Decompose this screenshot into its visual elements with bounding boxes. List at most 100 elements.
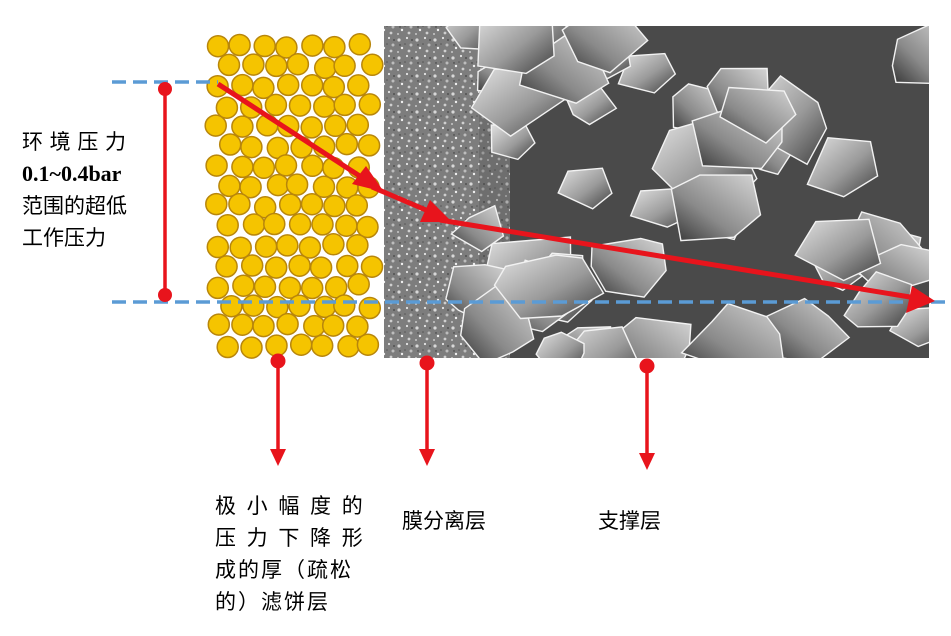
pressure-label-line-1: 环 境 压 力 — [22, 130, 127, 154]
cake-particle — [336, 254, 359, 278]
cake-particle — [361, 53, 384, 77]
sem-crystal — [806, 136, 879, 198]
cake-particle — [217, 53, 241, 77]
cake-particle — [357, 134, 381, 157]
cake-particle — [218, 133, 242, 156]
sem-crystal — [670, 174, 762, 242]
cake-particle — [275, 36, 298, 59]
sem-micrograph — [384, 26, 929, 358]
cake-particle — [242, 213, 266, 236]
sem-crystal — [490, 123, 536, 161]
cake-particle — [360, 255, 384, 278]
cake-particle — [285, 173, 309, 196]
cake-particle — [240, 135, 263, 159]
cake-particle — [286, 52, 310, 76]
cake-particle — [347, 74, 370, 97]
cake-particle — [231, 155, 254, 179]
cake-particle — [358, 93, 382, 116]
sem-crystal — [891, 26, 929, 84]
cake-particle — [264, 93, 288, 117]
cake-particle — [310, 334, 334, 357]
cake-particle — [346, 113, 370, 137]
sem-crystal — [765, 297, 851, 358]
pressure-drop-arrow-1 — [216, 81, 384, 192]
support-layer-pointer — [639, 358, 655, 470]
cake-particle — [323, 194, 346, 218]
support-layer-label: 支撑层 — [598, 509, 661, 533]
cake-particle — [276, 234, 299, 257]
cake-particle — [333, 93, 356, 117]
cake-particle — [231, 115, 254, 138]
cake-particle — [232, 274, 255, 297]
cake-particle — [228, 192, 251, 216]
cake-particle — [300, 74, 324, 97]
cake-particle — [347, 273, 370, 296]
sem-crystal — [477, 26, 555, 75]
cake-particle — [215, 96, 239, 119]
cake-particle — [337, 335, 360, 358]
membrane-layer-pointer — [419, 355, 435, 466]
cake-particle — [266, 173, 290, 197]
filter-cake-particles — [204, 33, 384, 359]
cake-particle — [274, 154, 298, 177]
cake-particle — [324, 114, 347, 138]
cake-particle — [356, 333, 380, 356]
cake-particle — [215, 255, 238, 278]
cake-particle — [278, 193, 302, 216]
cake-particle — [313, 295, 337, 319]
cake-particle — [288, 213, 312, 236]
cake-particle — [252, 156, 276, 180]
cake-particle — [311, 213, 334, 236]
cake-particle — [254, 235, 278, 258]
cake-particle — [298, 236, 322, 259]
cake-particle — [205, 192, 228, 216]
cake-particle — [303, 314, 326, 338]
cake-particle — [204, 114, 227, 137]
cake-particle — [220, 294, 243, 318]
cake-particle — [242, 53, 265, 76]
cake-particle — [301, 154, 324, 178]
cake-particle — [322, 75, 346, 99]
cake-particle — [289, 333, 313, 356]
cake-particle — [276, 312, 299, 336]
cake-particle — [335, 214, 358, 237]
cake-particle — [288, 294, 311, 318]
cake-particle — [239, 175, 262, 199]
sem-crystal — [794, 218, 882, 282]
cake-particle — [301, 34, 324, 57]
sem-crystal — [535, 331, 585, 358]
filter-cake-label-line-3: 成的厚（疏松 — [215, 558, 353, 582]
cake-particle — [288, 254, 311, 277]
cake-particle — [228, 33, 251, 57]
membrane-layer-label: 膜分离层 — [402, 509, 486, 533]
cake-particle — [216, 213, 239, 237]
cake-particle — [322, 233, 345, 256]
pressure-range-top-dot — [158, 82, 172, 96]
cake-particle — [323, 35, 346, 59]
cake-particle — [205, 154, 228, 177]
cake-particle — [288, 94, 312, 117]
filter-cake-label: 极 小 幅 度 的 压 力 下 降 形 成的厚（疏松 的）滤饼层 — [215, 490, 365, 618]
cake-particle — [240, 336, 263, 359]
cake-particle — [276, 73, 300, 97]
filter-cake-pointer — [270, 353, 286, 466]
sem-crystal — [557, 167, 613, 210]
cake-particle — [309, 256, 333, 279]
cake-particle — [229, 236, 252, 259]
cake-particle — [206, 276, 230, 300]
cake-particle — [207, 313, 231, 336]
filter-cake-label-line-1: 极 小 幅 度 的 — [215, 494, 365, 518]
filter-cake-label-line-2: 压 力 下 降 形 — [215, 526, 365, 550]
cake-particle — [206, 34, 230, 58]
cake-particle — [265, 334, 288, 357]
cake-particle — [264, 256, 288, 279]
cake-particle — [321, 314, 345, 337]
cake-particle — [253, 275, 277, 299]
cake-particle — [300, 276, 324, 300]
cake-particle — [300, 192, 324, 216]
cake-particle — [356, 215, 379, 239]
cake-particle — [253, 34, 276, 58]
pressure-drop-arrow-2 — [371, 184, 452, 222]
cake-particle — [346, 315, 369, 338]
